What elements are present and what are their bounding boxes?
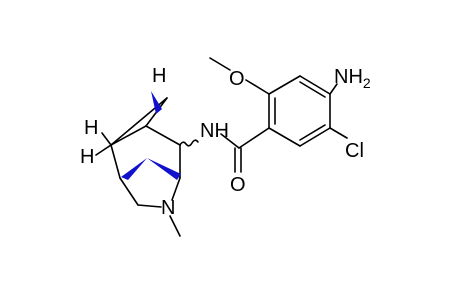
wavy-bond-to-nh xyxy=(179,139,199,147)
benzene-ring xyxy=(268,75,331,147)
bond-methoxy-methyl xyxy=(209,57,231,71)
bond-n-methyl xyxy=(169,215,181,237)
wedge-bond-center xyxy=(121,158,147,180)
ring-bond-5 xyxy=(299,127,331,147)
label-amide-nh: NH xyxy=(200,120,229,142)
bond-carbonyl-to-ring xyxy=(238,127,270,149)
label-cl: Cl xyxy=(345,140,364,162)
label-nh2-main: NH xyxy=(334,66,363,88)
label-nh2-subscript: 2 xyxy=(363,75,371,91)
ring-bond-6 xyxy=(268,127,301,147)
bond-cage-bridge-left xyxy=(110,125,147,146)
stereo-wedges xyxy=(121,91,181,180)
label-o-methoxy: O xyxy=(229,68,245,90)
bond-cage-left-to-ch2 xyxy=(119,177,139,206)
label-h-top: H xyxy=(152,65,166,87)
bond-h-left xyxy=(101,132,112,146)
bond-cage-left-down xyxy=(110,144,121,179)
label-h-lower-left: H xyxy=(80,146,94,168)
ring-substituents xyxy=(209,57,348,139)
label-h-left: H xyxy=(84,117,98,139)
ring-double-inner-3 xyxy=(299,124,326,141)
bond-ch2-to-n xyxy=(137,204,162,208)
hydrogen-bonds xyxy=(95,132,112,156)
atom-labels: H H H NH N O NH2 Cl O xyxy=(80,65,371,219)
bond-cage-bridge-right xyxy=(145,125,181,146)
amide-group xyxy=(220,127,270,173)
ring-bond-3 xyxy=(299,75,331,95)
bond-h-lower-left xyxy=(95,144,112,156)
bond-ring-to-nh2 xyxy=(329,83,338,95)
label-o-carbonyl: O xyxy=(230,174,246,196)
ring-double-inner-2 xyxy=(299,81,326,98)
bond-nh-to-carbonyl xyxy=(220,133,240,149)
bond-ring-to-cl xyxy=(329,127,348,139)
bond-n-to-right xyxy=(171,177,181,201)
label-ring-n: N xyxy=(161,197,175,219)
label-nh2: NH2 xyxy=(334,66,371,91)
bond-ring-to-o-methoxy xyxy=(245,79,270,95)
wedge-bond-center-right xyxy=(147,158,181,180)
ring-bond-2 xyxy=(268,75,301,95)
wedge-bond-top xyxy=(151,91,162,114)
